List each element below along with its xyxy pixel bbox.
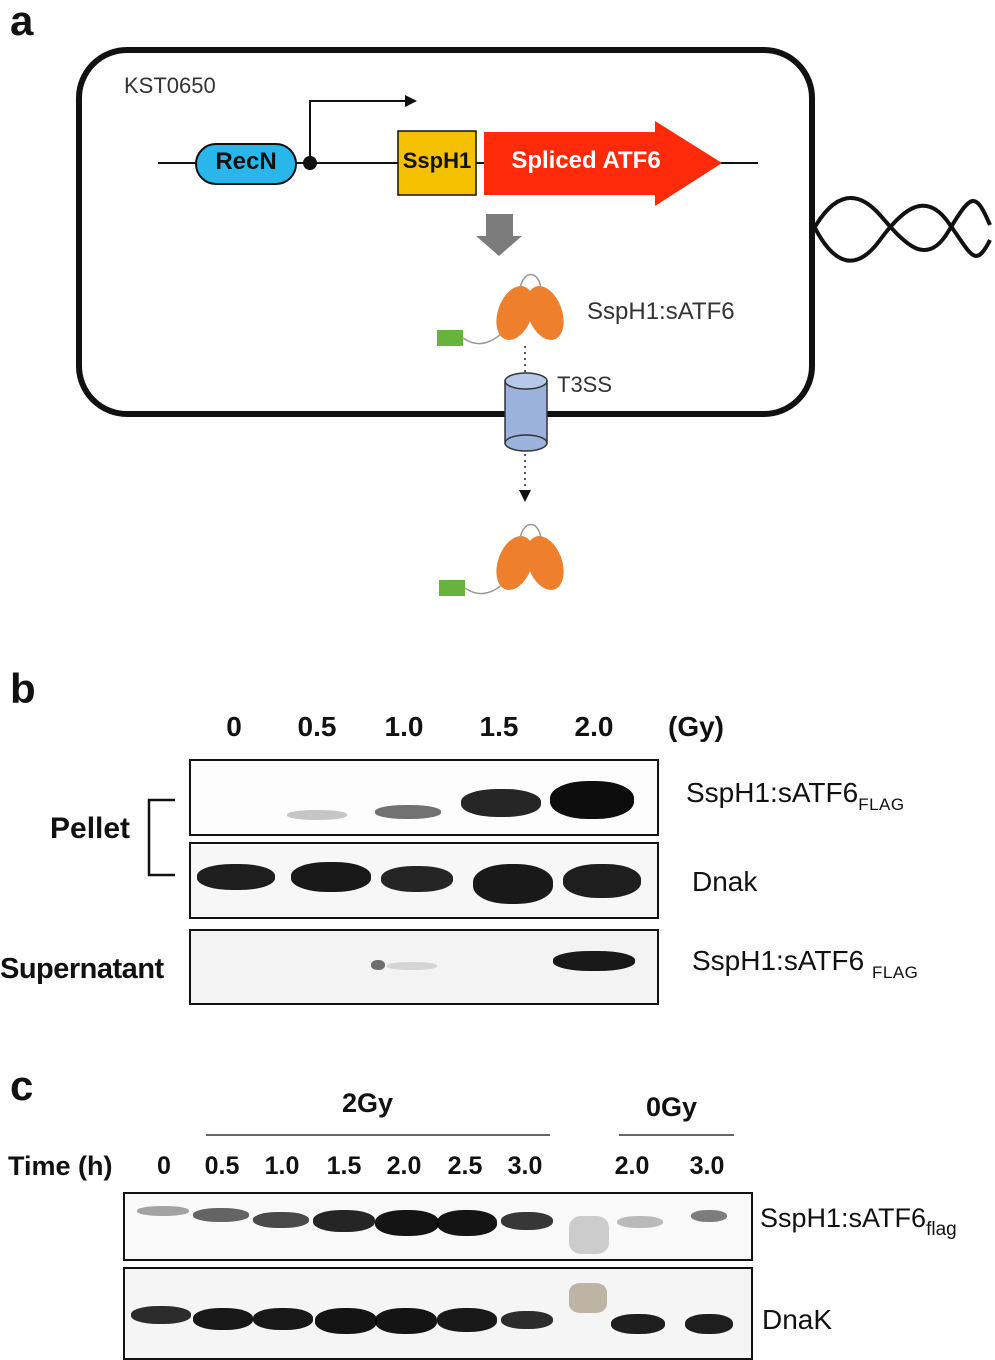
blot-b3-label: SspH1:sATF6 FLAG xyxy=(692,945,918,982)
band xyxy=(371,960,385,970)
recn-box xyxy=(195,143,297,185)
time-label-2: 1.0 xyxy=(264,1152,300,1180)
band xyxy=(197,864,275,890)
strain-label: KST0650 xyxy=(124,73,216,98)
fusion-protein-icon-inside xyxy=(437,273,564,346)
band xyxy=(550,781,634,819)
dna-helix-icon xyxy=(810,196,992,263)
blot-b-supernatant-fusion xyxy=(189,929,659,1005)
group-2gy-label: 2Gy xyxy=(342,1088,394,1118)
fusion-protein-label: SspH1:sATF6 xyxy=(587,298,735,325)
time-label-3: 1.5 xyxy=(326,1152,362,1180)
band xyxy=(193,1208,249,1222)
band xyxy=(137,1206,189,1216)
dose-unit-label: (Gy) xyxy=(668,711,724,742)
blot-b1-label: SspH1:sATF6FLAG xyxy=(686,777,905,814)
marker-smear xyxy=(569,1283,607,1313)
band xyxy=(617,1216,663,1228)
band xyxy=(291,862,371,892)
band xyxy=(473,864,553,904)
blot-b3-protein: SspH1:sATF6 xyxy=(692,945,865,976)
time-label-6: 3.0 xyxy=(507,1152,543,1180)
band xyxy=(375,1308,437,1334)
ssph1-label: SspH1 xyxy=(402,148,472,173)
time-label-control-1: 3.0 xyxy=(689,1152,725,1180)
bacterial-cell-outline xyxy=(76,47,815,417)
blot-b1-protein: SspH1:sATF6 xyxy=(686,777,859,808)
band xyxy=(131,1306,191,1324)
band xyxy=(691,1210,727,1222)
blot-b3-tag: FLAG xyxy=(871,963,919,982)
blot-c-fusion xyxy=(123,1192,753,1261)
blot-c2-label: DnaK xyxy=(762,1304,833,1335)
band xyxy=(461,789,541,817)
blot-c-dnak xyxy=(123,1267,753,1360)
band xyxy=(287,810,347,820)
supernatant-label: Supernatant xyxy=(0,953,164,985)
band xyxy=(381,866,453,892)
band xyxy=(253,1308,313,1330)
fusion-protein-icon-secreted xyxy=(439,523,564,596)
time-label-5: 2.5 xyxy=(447,1152,483,1180)
blot-b1-tag: FLAG xyxy=(858,795,905,814)
dose-label-0: 0 xyxy=(226,711,242,742)
blot-b-pellet-dnak xyxy=(189,842,659,919)
time-axis-label: Time (h) xyxy=(8,1151,113,1181)
panel-b-letter: b xyxy=(10,665,36,712)
band xyxy=(437,1308,497,1332)
panel-a-letter: a xyxy=(10,0,34,44)
band xyxy=(553,951,635,971)
dose-label-4: 2.0 xyxy=(574,711,614,742)
band xyxy=(685,1314,733,1334)
dose-label-1: 0.5 xyxy=(297,711,337,742)
atf6-label: Spliced ATF6 xyxy=(511,147,661,174)
group-0gy-label: 0Gy xyxy=(646,1092,698,1122)
band xyxy=(501,1311,553,1329)
t3ss-label: T3SS xyxy=(557,372,613,397)
band xyxy=(611,1314,665,1334)
marker-smear xyxy=(569,1216,609,1254)
band xyxy=(437,1210,497,1236)
band xyxy=(375,805,441,819)
band xyxy=(501,1212,553,1230)
blot-b-pellet-fusion xyxy=(189,759,659,836)
band xyxy=(315,1308,377,1334)
group-2gy-line xyxy=(206,1134,550,1136)
time-label-0: 0 xyxy=(157,1152,171,1180)
t3ss-channel-icon xyxy=(504,372,548,452)
pellet-label: Pellet xyxy=(50,812,131,845)
plasmid-diagram xyxy=(76,47,992,596)
dose-label-3: 1.5 xyxy=(479,711,519,742)
blot-c1-tag: flag xyxy=(926,1219,957,1240)
band xyxy=(387,962,437,970)
recn-label: RecN xyxy=(215,148,277,175)
ssph1-box xyxy=(397,130,477,196)
time-label-1: 0.5 xyxy=(204,1152,240,1180)
pellet-bracket xyxy=(147,798,175,877)
time-label-4: 2.0 xyxy=(386,1152,422,1180)
dose-label-2: 1.0 xyxy=(384,711,424,742)
promoter-arrow xyxy=(309,100,405,163)
panel-c-letter: c xyxy=(10,1062,34,1109)
band xyxy=(563,864,641,898)
expression-arrow xyxy=(476,214,522,256)
atf6-arrow xyxy=(484,121,722,206)
blot-c1-protein: SspH1:sATF6 xyxy=(760,1203,927,1233)
band xyxy=(193,1308,253,1330)
blot-b2-label: Dnak xyxy=(692,866,758,897)
band xyxy=(375,1210,439,1236)
time-label-control-0: 2.0 xyxy=(614,1152,650,1180)
blot-c1-label: SspH1:sATF6flag xyxy=(760,1203,957,1240)
group-0gy-line xyxy=(619,1134,734,1136)
band xyxy=(253,1212,309,1228)
band xyxy=(313,1210,375,1232)
